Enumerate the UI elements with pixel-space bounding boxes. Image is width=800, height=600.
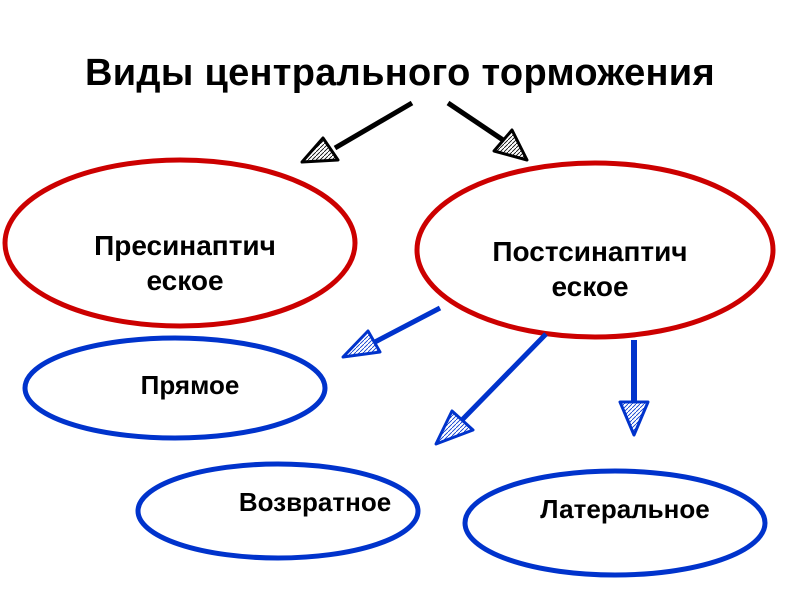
postsynaptic-label-line1: Постсинаптич <box>492 236 688 267</box>
presynaptic-ellipse <box>2 157 358 329</box>
arrow-to-lateral <box>618 340 650 437</box>
direct-label: Прямое <box>140 370 240 400</box>
presynaptic-label-line1: Пресинаптич <box>94 230 276 261</box>
lateral-label: Латеральное <box>540 494 710 524</box>
recurrent-ellipse <box>135 461 421 561</box>
lateral-ellipse <box>462 468 768 578</box>
arrow-to-direct <box>341 305 442 359</box>
diagram-title: Виды центрального торможения <box>85 52 715 94</box>
direct-ellipse <box>22 335 328 441</box>
postsynaptic-ellipse <box>414 160 776 340</box>
postsynaptic-label: Постсинаптич еское <box>440 234 740 304</box>
presynaptic-label: Пресинаптич еское <box>40 228 330 298</box>
postsynaptic-label-line2: еское <box>551 271 629 302</box>
presynaptic-label-line2: еское <box>146 265 224 296</box>
arrow-to-postsynaptic <box>446 100 529 162</box>
recurrent-label: Возвратное <box>238 487 392 517</box>
arrow-to-recurrent <box>434 332 548 446</box>
arrow-to-presynaptic <box>300 100 414 164</box>
